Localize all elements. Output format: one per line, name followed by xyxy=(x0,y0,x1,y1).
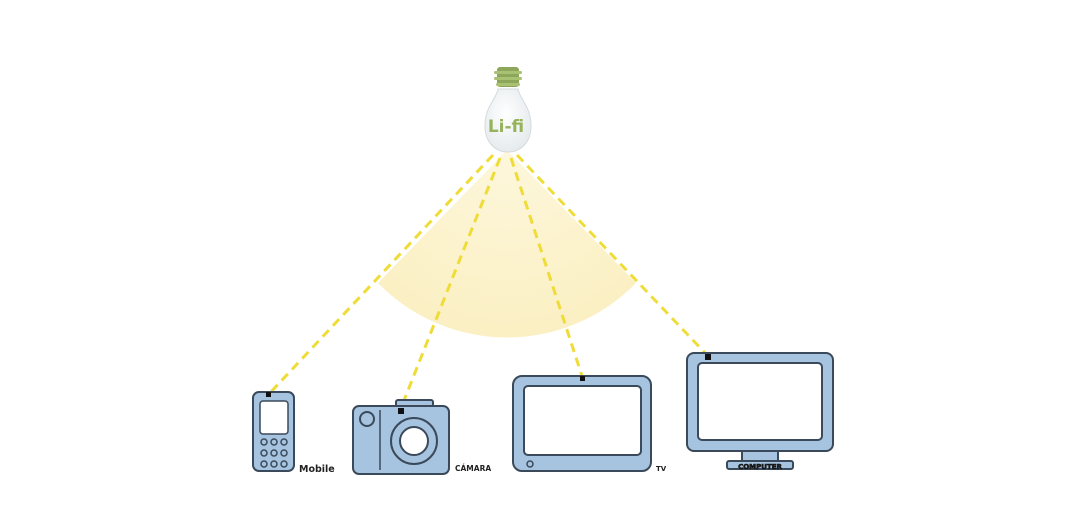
computer-receiver-indicator xyxy=(705,354,711,360)
camera-flash-icon xyxy=(359,411,375,427)
bulb-glass xyxy=(484,88,532,153)
mobile-receiver-indicator xyxy=(266,392,271,397)
light-beams xyxy=(266,153,710,409)
beam-to-mobile xyxy=(266,153,495,397)
tv-label: TV xyxy=(656,465,667,473)
tv-button-icon xyxy=(526,460,534,468)
computer-label: COMPUTER xyxy=(738,463,782,471)
bulb-label: Li-fi xyxy=(488,117,524,137)
computer-device xyxy=(686,352,834,470)
camera-receiver-indicator xyxy=(398,408,404,414)
tv-screen xyxy=(523,385,642,456)
tv-device xyxy=(512,375,652,472)
mobile-device xyxy=(252,391,295,472)
beam-to-tv xyxy=(509,157,584,377)
mobile-label: Mobile xyxy=(299,464,335,475)
light-cone xyxy=(378,150,636,338)
camera-lens-inner xyxy=(399,426,429,456)
bulb-base xyxy=(494,67,522,87)
camera-device xyxy=(352,399,450,475)
computer-stand-base xyxy=(726,460,794,470)
mobile-screen xyxy=(259,400,289,435)
beam-to-computer xyxy=(515,153,710,358)
tv-receiver-indicator xyxy=(580,376,585,381)
computer-screen xyxy=(697,362,823,441)
camera-label: CÁMARA xyxy=(455,464,491,473)
mobile-keypad xyxy=(260,438,288,468)
lifi-bulb: Li-fi xyxy=(484,67,532,153)
